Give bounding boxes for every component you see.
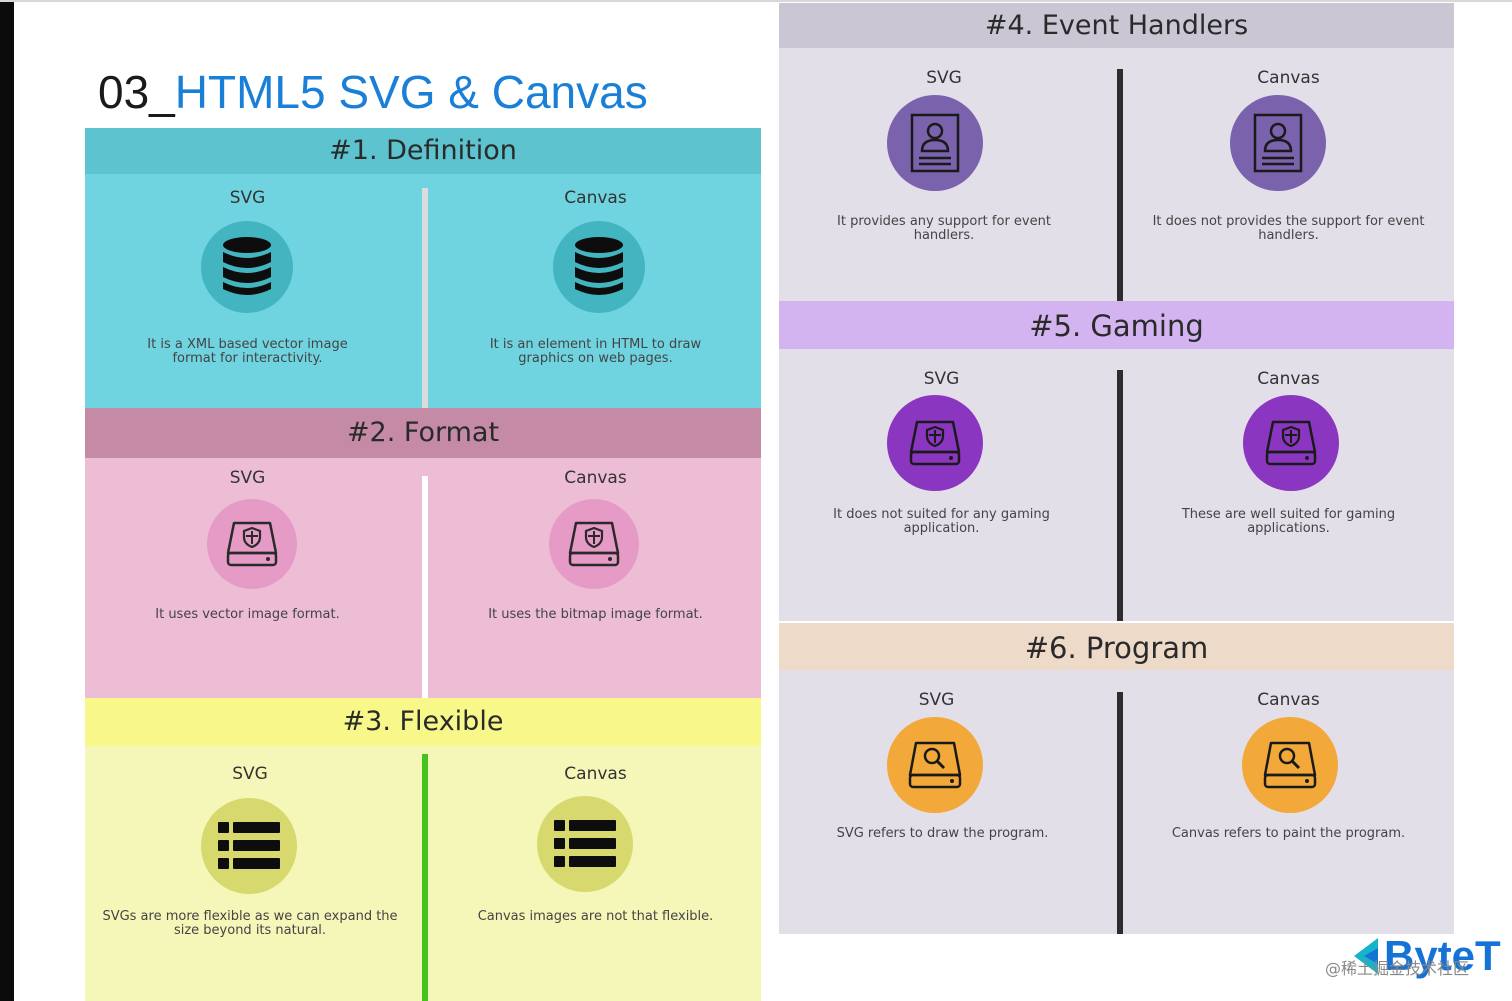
canvas-column: Canvas Canvas images are not that flexib… [430,746,761,1001]
column-divider [1117,370,1123,621]
section-gaming: #5. Gaming SVG It does not suited for an… [779,301,1454,621]
canvas-column: Canvas It uses the bitmap image format. [430,458,761,698]
column-description: It is a XML based vector image format fo… [147,337,348,366]
column-description: It provides any support for event handle… [837,214,1051,243]
column-description: It does not suited for any gaming applic… [833,507,1050,536]
column-divider [422,188,428,408]
column-title: SVG [923,369,960,389]
page-title: 03_HTML5 SVG & Canvas [98,62,648,122]
canvas-column: Canvas It does not provides the support … [1123,48,1454,301]
secure-drive-icon [887,395,983,491]
logo-text: ByteT [1384,932,1501,979]
list-icon [201,798,297,894]
column-description: These are well suited for gaming applica… [1181,507,1396,536]
column-title: Canvas [1257,369,1320,389]
column-title: Canvas [564,764,627,784]
bytetech-logo-icon [1354,938,1378,974]
svg-column: SVG It provides any support for event ha… [779,48,1109,301]
section-definition: #1. Definition SVG It is a XML based vec… [85,128,761,408]
column-title: SVG [232,764,268,784]
column-description: It does not provides the support for eve… [1152,214,1425,243]
column-description: SVG refers to draw the program. [836,826,1049,841]
section-header: #2. Format [85,408,761,458]
column-title: Canvas [1257,68,1320,88]
database-icon [201,221,293,313]
svg-column: SVG SVG refers to draw the program. [779,670,1094,934]
column-description: Canvas refers to paint the program. [1171,826,1406,841]
user-document-icon [887,95,983,191]
left-black-border [0,0,14,1001]
bytetech-logo: ByteT [1350,932,1501,980]
page-title-prefix: 03_ [98,66,175,118]
list-icon [537,796,633,892]
canvas-column: Canvas It is an element in HTML to draw … [430,174,761,408]
top-border-line [0,0,1512,2]
column-title: SVG [918,690,955,710]
svg-column: SVG It does not suited for any gaming ap… [779,349,1104,621]
section-event-handlers: #4. Event Handlers SVG It provides any s… [779,3,1454,301]
column-divider [1117,69,1123,301]
column-title: Canvas [1257,690,1320,710]
search-drive-icon [1242,717,1338,813]
secure-drive-icon [1243,395,1339,491]
section-format: #2. Format SVG It uses vector image form… [85,408,761,698]
column-divider [1117,692,1123,934]
column-description: It uses the bitmap image format. [488,607,703,622]
svg-column: SVG It uses vector image format. [85,458,410,698]
column-divider [422,754,428,1001]
column-divider [422,476,428,698]
user-document-icon [1230,95,1326,191]
column-description: SVGs are more flexible as we can expand … [102,909,398,938]
section-header: #4. Event Handlers [779,3,1454,48]
secure-drive-icon [549,499,639,589]
section-program: #6. Program SVG SVG refers to draw the p… [779,623,1454,934]
svg-column: SVG It is a XML based vector image forma… [85,174,410,408]
watermark-text: @稀土掘金技术社区 [1325,959,1470,978]
search-drive-icon [887,717,983,813]
canvas-column: Canvas Canvas refers to paint the progra… [1123,670,1454,934]
column-description: It uses vector image format. [155,607,340,622]
column-title: SVG [926,68,962,88]
canvas-column: Canvas These are well suited for gaming … [1123,349,1454,621]
secure-drive-icon [207,499,297,589]
svg-column: SVG SVGs are more flexible as we can exp… [85,746,415,1001]
section-header: #6. Program [779,623,1454,670]
column-title: Canvas [564,468,627,488]
page-title-main: HTML5 SVG & Canvas [174,66,648,118]
column-title: SVG [229,468,266,488]
database-icon [553,221,645,313]
section-header: #1. Definition [85,128,761,174]
column-description: Canvas images are not that flexible. [477,909,714,924]
section-flexible: #3. Flexible SVG SVGs are more flexible … [85,698,761,1001]
section-header: #5. Gaming [779,301,1454,349]
column-description: It is an element in HTML to draw graphic… [489,337,702,366]
column-title: SVG [229,188,266,208]
section-header: #3. Flexible [85,698,761,746]
column-title: Canvas [564,188,627,208]
